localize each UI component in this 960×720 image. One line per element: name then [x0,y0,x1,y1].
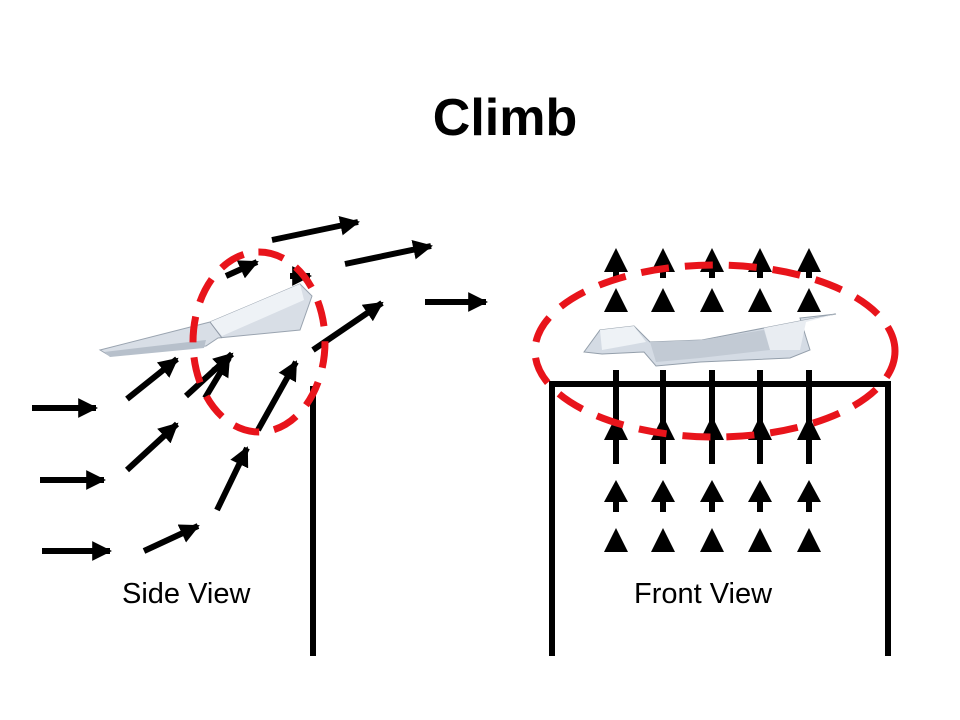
slide-title: Climb [432,89,578,147]
airflow-arrow-icon [255,360,299,432]
side-airflow-arrows [32,215,488,561]
airflow-arrow-icon [797,528,821,552]
side-view [32,215,488,656]
airflow-arrow-icon [344,239,433,267]
paper-airplane-icon [98,283,313,357]
front-mid-arrows [604,480,821,512]
airflow-arrow-icon [202,356,232,400]
front-long-arrows [604,370,821,464]
front-lower-arrowheads [604,528,821,552]
airflow-arrow-icon [748,528,772,552]
airflow-arrow-icon [271,215,360,243]
airflow-arrow-icon [604,528,628,552]
airflow-arrow-icon [124,421,180,473]
highlight-ellipse-icon [531,261,899,441]
highlight-ellipse-icon [189,248,329,436]
paper-airplane-icon [583,313,837,367]
airflow-arrow-icon [700,528,724,552]
airflow-arrow-icon [142,523,200,554]
front-frame [549,381,891,656]
front-view [531,248,899,656]
airflow-arrow-icon [214,446,250,512]
side-view-label: Side View [122,578,251,610]
airflow-arrow-icon [125,356,179,402]
airflow-arrow-icon [651,528,675,552]
airflow-arrow-icon [224,259,259,279]
front-view-label: Front View [634,578,773,610]
front-upper-arrows [604,248,821,312]
